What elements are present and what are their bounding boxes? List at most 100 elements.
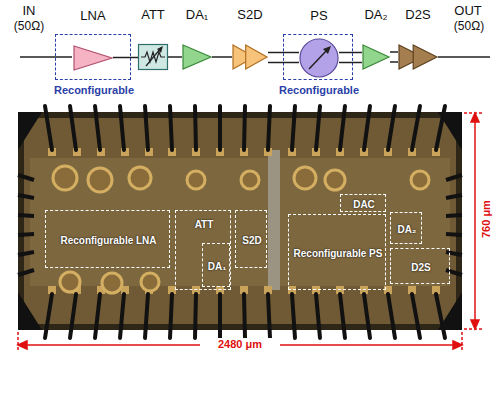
inductor-coil [141, 273, 159, 291]
dimension-tick [464, 112, 482, 114]
input-wire [20, 56, 72, 58]
dimension-arrowhead [471, 320, 479, 329]
block-label: DA₁ [152, 8, 242, 22]
region-label: S2D [226, 211, 278, 269]
reconfigurable-group: ReconfigurableLNA [55, 34, 131, 80]
amplifier-symbol [183, 45, 211, 69]
dimension-tick [464, 328, 482, 330]
bond-wires [45, 106, 445, 338]
signal-wire [113, 57, 138, 59]
dimension-arrowhead [18, 341, 27, 349]
die-region: ATTDA₁ [175, 210, 231, 290]
die-core [30, 158, 450, 286]
region-label: DA₁ [193, 244, 241, 288]
signal-wire [212, 56, 232, 58]
d2s-converter: D2S [398, 44, 438, 70]
inductor-coil [325, 170, 345, 190]
corner-wedge [438, 292, 462, 330]
die-region: Reconfigurable PS [288, 214, 386, 290]
lna-amplifier-shape [73, 45, 113, 71]
driver-amplifier-shape [182, 44, 212, 70]
dimension-line [474, 120, 476, 322]
s2d-converter: S2D [232, 44, 268, 70]
block-label: PS [269, 9, 369, 23]
signal-wire [268, 52, 299, 54]
dimension-label: 2480 μm [200, 338, 280, 350]
dimension-lines [18, 113, 482, 352]
region-label: ATT [166, 219, 242, 230]
amplifier-symbol [413, 45, 437, 69]
inductor-coil [60, 272, 80, 292]
port-impedance: (50Ω) [4, 20, 54, 33]
group-label: Reconfigurable [26, 84, 162, 96]
region-label: D2S [381, 249, 461, 285]
signal-wire [339, 62, 362, 64]
phase-shifter-circle [300, 39, 338, 77]
inductor-coil [102, 273, 122, 293]
die-region: D2S [390, 248, 450, 284]
signal-wire [339, 52, 362, 54]
inductor-coil [88, 168, 112, 192]
die-region: DAC [340, 194, 386, 212]
variable-arrow [309, 49, 328, 69]
inductor-coil [53, 166, 77, 190]
signal-wire [268, 62, 299, 64]
region-label: DA₂ [381, 213, 433, 245]
dimension-tick [461, 332, 463, 352]
pad-strip [268, 150, 280, 290]
block-label: ATT [108, 8, 198, 22]
driver-amplifier: DA₂ [362, 44, 390, 70]
corner-wedge [18, 292, 42, 330]
variable-arrowhead [157, 46, 163, 53]
attenuator-body [139, 45, 168, 70]
region-label: Reconfigurable PS [279, 215, 397, 291]
dimension-label: 760 μm [480, 189, 492, 249]
reconfigurable-group: ReconfigurablePS [283, 34, 353, 80]
amplifier-symbol [363, 45, 389, 69]
block-label: S2D [202, 8, 298, 22]
signal-wire [390, 61, 398, 63]
attenuator-block-shape [138, 44, 168, 70]
corner-wedge [438, 112, 462, 150]
die-region: DA₂ [390, 212, 422, 244]
amplifier-symbol [246, 45, 267, 69]
port-name: IN [10, 4, 48, 18]
inductor-coil [129, 167, 151, 189]
inductor-coil [187, 171, 205, 189]
driver-amplifier-shape [362, 44, 390, 70]
lna-amplifier: LNA [73, 45, 113, 71]
signal-wire [168, 56, 182, 58]
die-region: S2D [235, 210, 267, 268]
die-frame [18, 112, 462, 330]
amplifier-symbol [74, 46, 112, 70]
region-label: Reconfigurable LNA [36, 211, 181, 269]
d2s-converter-shape [398, 44, 438, 70]
variable-arrowhead [323, 46, 331, 54]
region-label: DAC [331, 195, 397, 213]
group-label: Reconfigurable [254, 84, 384, 96]
signal-wire [390, 51, 398, 53]
inductor-coil [294, 167, 316, 189]
phase-shifter-shape [299, 38, 339, 78]
corner-wedge [18, 112, 42, 150]
phase-shifter: PS [299, 38, 339, 78]
die-surface [24, 118, 456, 324]
bond-pads [48, 148, 440, 294]
die-region: Reconfigurable LNA [45, 210, 170, 268]
inductor-coils [53, 166, 429, 293]
block-label: D2S [368, 8, 468, 22]
driver-amplifier: DA₁ [182, 44, 212, 70]
port-name: OUT [446, 4, 490, 18]
die-region: DA₁ [202, 243, 230, 287]
s2d-converter-shape [232, 44, 268, 70]
inductor-coil [411, 171, 429, 189]
dimension-tick [17, 332, 19, 352]
port-impedance: (50Ω) [444, 20, 494, 33]
side-wires [18, 175, 462, 275]
attenuator-block: ATT [138, 44, 168, 70]
dimension-arrowhead [453, 341, 462, 349]
inductor-coil [241, 171, 259, 189]
dimension-arrowhead [471, 113, 479, 122]
